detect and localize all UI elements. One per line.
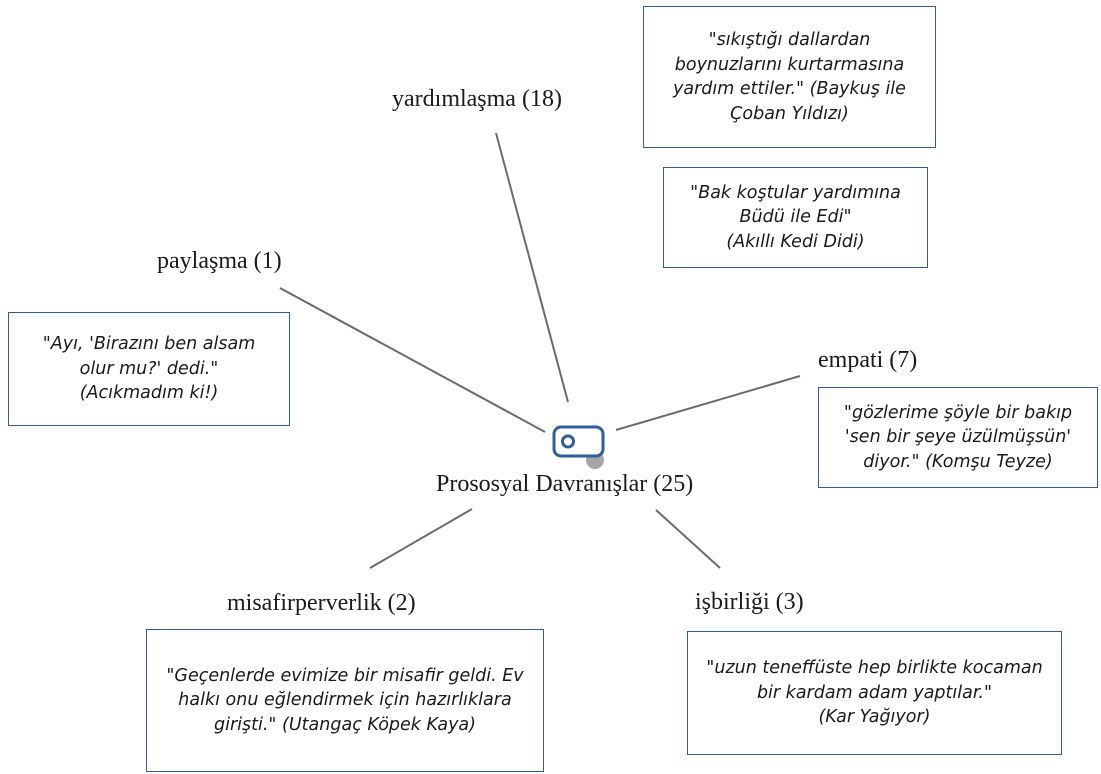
quote-box-yardimlasma-2: "Bak koştular yardımına Büdü ile Edi" (A… [663,167,928,268]
quote-box-empati: "gözlerime şöyle bir bakıp 'sen bir şeye… [818,387,1098,488]
connector-isbirligi [655,509,721,569]
quote-line: boynuzlarını kurtarmasına [674,54,905,75]
quote-line: olur mu?' dedi." [79,358,219,379]
quote-line: "Bak koştular yardımına [690,182,901,203]
icon-tag-body [552,425,605,458]
branch-label-paylasma: paylaşma (1) [157,248,282,274]
quote-line: yardım ettiler." (Baykuş ile [673,79,906,99]
quote-line: Çoban Yıldızı) [730,103,849,124]
quote-line: bir kardam adam yaptılar." [756,682,993,703]
connector-misafirperverlik [369,508,473,569]
quote-line: halkı onu eğlendirmek için hazırlıklara [178,690,512,711]
quote-box-paylasma: "Ayı, 'Birazını ben alsam olur mu?' dedi… [8,312,290,426]
code-tag-icon [552,425,605,469]
connector-empati [615,375,801,431]
quote-line: diyor." (Komşu Teyze) [863,451,1053,472]
connector-paylasma [279,287,546,433]
branch-label-misafirperverlik: misafirperverlik (2) [227,590,416,616]
quote-line: "Ayı, 'Birazını ben alsam [42,334,256,355]
quote-box-misafirperverlik: "Geçenlerde evimize bir misafir geldi. E… [146,629,544,772]
branch-label-empati: empati (7) [818,347,918,373]
center-label: Prososyal Davranışlar (25) [436,471,694,497]
quote-line: "uzun teneffüste hep birlikte kocaman [706,658,1043,679]
quote-box-yardimlasma-1: "sıkıştığı dallardan boynuzlarını kurtar… [643,6,936,148]
quote-line: (Kar Yağıyor) [818,707,931,728]
quote-line: (Acıkmadım ki!) [79,383,219,404]
branch-label-yardimlasma: yardımlaşma (18) [392,86,562,112]
connector-yardimlasma [495,132,569,403]
icon-tag-hole [561,434,575,449]
quote-line: (Akıllı Kedi Didi) [726,231,865,252]
quote-line: "Geçenlerde evimize bir misafir geldi. E… [166,665,524,686]
quote-line: Büdü ile Edi" [739,207,852,228]
quote-line: "gözlerime şöyle bir bakıp [843,402,1073,423]
quote-line: "sıkıştığı dallardan [708,30,871,50]
quote-box-isbirligi: "uzun teneffüste hep birlikte kocaman bi… [687,631,1062,755]
quote-line: girişti." (Utangaç Köpek Kaya) [214,714,476,735]
branch-label-isbirligi: işbirliği (3) [695,589,804,615]
quote-line: 'sen bir şeye üzülmüşsün' [844,427,1072,448]
